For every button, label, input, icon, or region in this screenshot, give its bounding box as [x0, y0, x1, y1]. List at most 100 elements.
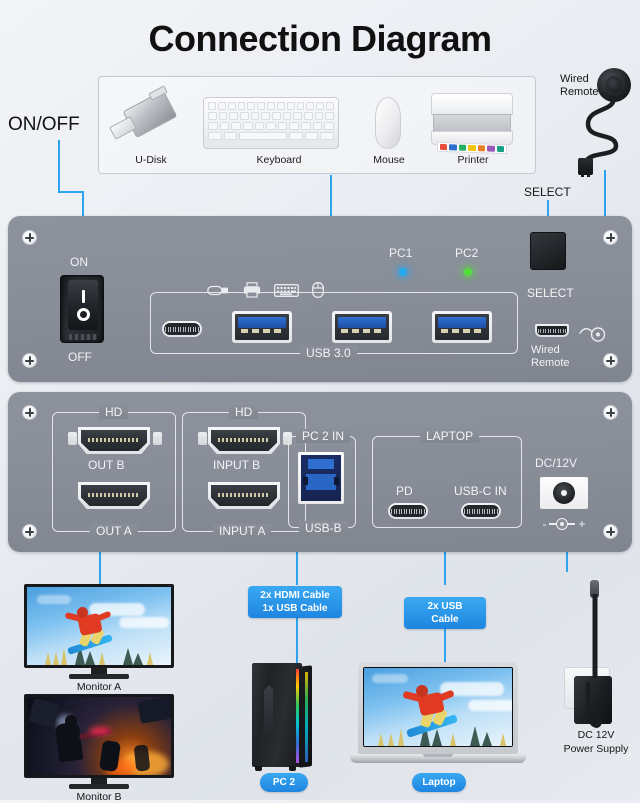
hdmi-out-a-port-inner	[81, 485, 147, 506]
connector-line-laptop-bot	[444, 614, 446, 664]
peripheral-mouse: Mouse	[361, 83, 417, 171]
usb-b-notch-left	[303, 477, 308, 485]
pc2-tower-front-accent	[264, 685, 273, 737]
monitor-a-label: Monitor A	[76, 681, 122, 693]
screw-icon	[22, 230, 37, 245]
usb-a-port-2[interactable]	[332, 311, 392, 343]
usb-a-port-inner	[435, 314, 489, 340]
usb-a-port-inner	[335, 314, 389, 340]
power-switch-base	[69, 334, 97, 340]
dc-power-jack-inner	[553, 482, 575, 504]
power-on-symbol-icon	[81, 289, 85, 303]
wired-remote-symbol-icon	[579, 327, 606, 342]
usb-c-port[interactable]	[162, 321, 202, 337]
label-on-off: ON/OFF	[8, 114, 80, 135]
power-switch-face[interactable]	[68, 280, 98, 330]
pd-port[interactable]	[388, 503, 428, 519]
usb-a-port-1[interactable]	[232, 311, 292, 343]
usb-a-port-3[interactable]	[432, 311, 492, 343]
power-cable	[585, 594, 603, 728]
peripherals-group: U-Disk Keyboard Mouse	[98, 76, 536, 174]
usb-flash-drive-icon	[207, 284, 229, 297]
connector-line-power	[566, 552, 568, 572]
hdmi-out-top-label: HD	[99, 405, 129, 419]
wired-remote-plug-icon	[578, 158, 593, 177]
usb-a-port-inner	[235, 314, 289, 340]
usb-b-port[interactable]	[298, 452, 344, 504]
peripheral-printer: Printer	[423, 83, 523, 171]
laptop-base	[350, 754, 526, 763]
hdmi-out-a-port[interactable]	[78, 482, 150, 509]
peripheral-label-mouse: Mouse	[373, 154, 405, 166]
wired-remote-button-inner	[605, 76, 623, 94]
usb-c-in-port-inner	[463, 505, 499, 517]
monitor-b-stand-neck	[91, 778, 107, 785]
connector-line-onoff-h	[58, 191, 84, 193]
monitor-b-stand-base	[69, 784, 129, 789]
connector-line-pc2-top	[296, 552, 298, 585]
select-button[interactable]	[530, 232, 566, 270]
keyboard-icon	[203, 97, 339, 149]
usb-c-in-port-label: USB-C IN	[454, 484, 507, 498]
printer-icon	[431, 93, 513, 115]
mouse-icon	[312, 282, 324, 298]
hdmi-input-a-port[interactable]	[208, 482, 280, 509]
screw-icon	[22, 405, 37, 420]
monitor-b-image	[27, 697, 171, 775]
pd-port-label: PD	[396, 484, 413, 498]
keyboard-row	[208, 122, 335, 130]
keyboard-icon	[274, 284, 299, 297]
hdmi-input-top-label: HD	[229, 405, 259, 419]
screw-icon	[22, 353, 37, 368]
led-label-pc2: PC2	[455, 246, 479, 260]
usb-a-pins	[341, 329, 381, 333]
usb-a-pins	[441, 329, 481, 333]
badge-laptop-cables: 2x USB Cable	[404, 597, 486, 629]
usb-c-in-port[interactable]	[461, 503, 501, 519]
laptop-screen-image	[364, 668, 512, 746]
connector-line-pc2-bot	[296, 618, 298, 664]
usb-3-blue-insert	[338, 317, 386, 328]
usb-b-port-inner	[301, 455, 341, 501]
pc2-tower-body	[252, 663, 302, 771]
led-label-pc1: PC1	[389, 246, 413, 260]
kvm-front-panel	[8, 216, 632, 382]
power-supply: DC 12V Power Supply	[556, 570, 636, 770]
label-select-callout: SELECT	[524, 185, 571, 199]
hdmi-input-b-port[interactable]	[208, 427, 280, 454]
dc-power-jack[interactable]	[540, 477, 588, 509]
hdmi-latch-icon	[68, 432, 77, 445]
usb-3-blue-insert	[438, 317, 486, 328]
wired-remote-port[interactable]	[535, 324, 569, 337]
monitor-a: Monitor A	[24, 584, 174, 693]
hdmi-out-b-port-inner	[81, 430, 147, 451]
hdmi-out-bottom-label: OUT A	[90, 524, 138, 538]
keyboard-row	[208, 112, 335, 120]
dc-polarity-symbol: - +	[534, 516, 594, 532]
power-switch[interactable]	[60, 275, 104, 343]
pc2-tower	[252, 663, 314, 771]
laptop-device	[350, 662, 526, 766]
usb-flash-drive-cap-icon	[109, 116, 137, 140]
monitor-a-screen	[24, 584, 174, 668]
peripheral-label-keyboard: Keyboard	[256, 154, 302, 166]
power-off-symbol-icon	[76, 307, 90, 321]
dc-plug-tip-icon	[590, 580, 599, 598]
laptop-screen	[363, 667, 513, 747]
usb-b-label: USB-B	[299, 521, 348, 535]
screw-icon	[603, 353, 618, 368]
screw-icon	[603, 230, 618, 245]
monitor-a-stand-base	[69, 674, 129, 679]
wired-remote-port-label: Wired Remote	[531, 344, 570, 369]
pd-port-inner	[390, 505, 426, 517]
hdmi-latch-icon	[153, 432, 162, 445]
wired-remote-cable	[584, 96, 619, 163]
keyboard-row	[208, 102, 334, 110]
screw-icon	[603, 524, 618, 539]
hdmi-out-b-port[interactable]	[78, 427, 150, 454]
connector-line-monitors	[99, 552, 101, 585]
mouse-icon	[375, 97, 401, 149]
dc-jack-label: DC/12V	[535, 456, 578, 470]
hdmi-input-b-label: INPUT B	[213, 458, 261, 472]
label-power-on: ON	[70, 255, 88, 269]
